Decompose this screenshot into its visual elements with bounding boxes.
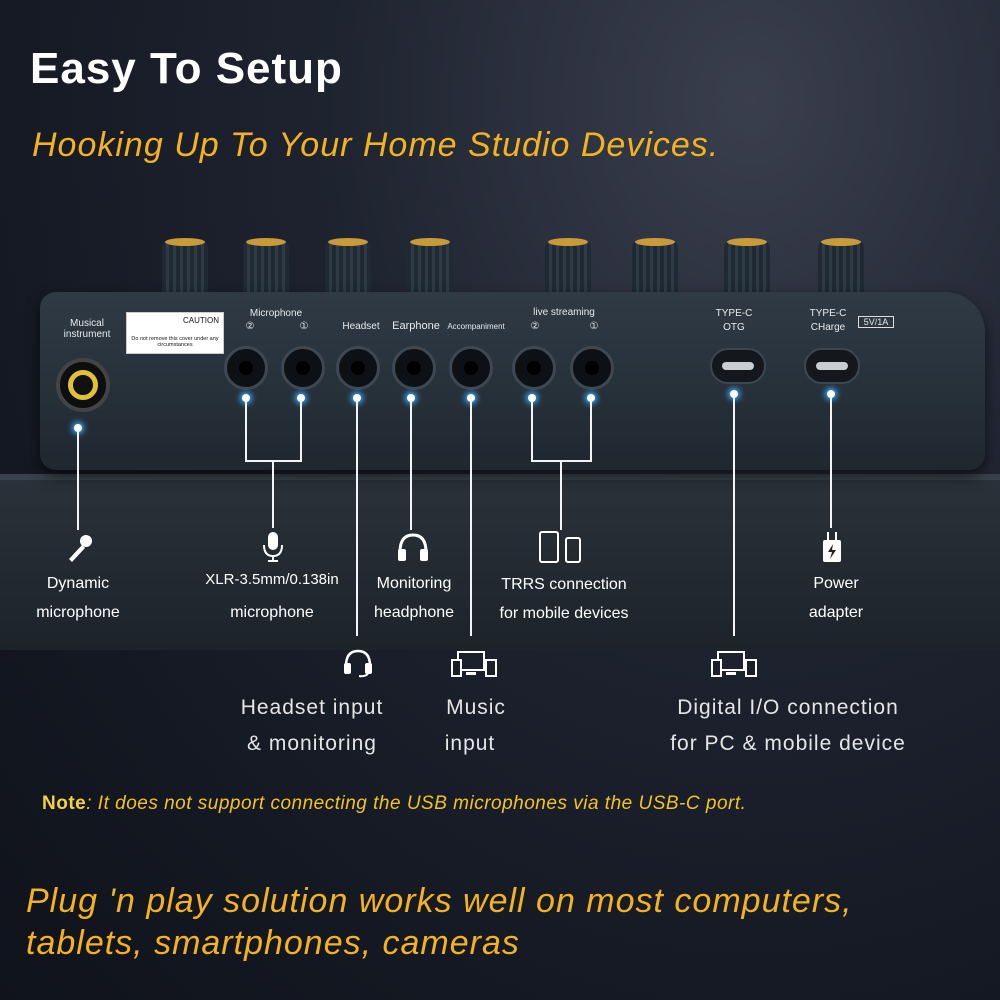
connector-dot	[407, 394, 415, 402]
live-1-jack	[570, 346, 614, 390]
knob	[407, 238, 453, 300]
connector-line	[590, 400, 592, 462]
live-ch1-label: ①	[589, 321, 599, 332]
knob	[243, 238, 289, 300]
desk-surface	[0, 480, 1000, 650]
xlr-label-1: XLR-3.5mm/0.138in	[205, 571, 339, 588]
knob	[724, 238, 770, 300]
music-input-label-2: input	[444, 732, 496, 755]
caution-title: CAUTION	[183, 316, 219, 325]
microphone-icon	[64, 532, 96, 564]
charge-spec-label: 5V/1A	[858, 316, 894, 328]
connector-dot	[730, 390, 738, 398]
mic-2-jack	[224, 346, 268, 390]
mobile-devices-icon	[538, 530, 584, 564]
dynamic-label-2: microphone	[36, 604, 120, 621]
trrs-label-1: TRRS connection	[501, 576, 627, 593]
live-streaming-label: live streaming	[533, 307, 595, 318]
headset-input-label-1: Headset input	[240, 696, 384, 719]
connector-dot	[467, 394, 475, 402]
dynamic-label-1: Dynamic	[46, 575, 110, 592]
connector-line	[77, 430, 79, 530]
usb-c-charge-port	[804, 348, 860, 384]
connector-line	[470, 400, 472, 636]
usb-note: Note: It does not support connecting the…	[42, 793, 746, 815]
earphone-port-label: Earphone	[392, 320, 440, 332]
footer-line-2: tablets, smartphones, cameras	[26, 924, 520, 962]
charge-label-2: CHarge	[810, 322, 846, 333]
knob	[818, 238, 864, 300]
live-2-jack	[512, 346, 556, 390]
connector-line	[410, 400, 412, 530]
trrs-label-2: for mobile devices	[499, 605, 629, 622]
connector-dot	[587, 394, 595, 402]
otg-label-2: OTG	[723, 322, 745, 333]
power-label-2: adapter	[808, 604, 864, 621]
microphone-icon	[262, 530, 284, 564]
mic-ch1-label: ①	[299, 321, 309, 332]
knob	[162, 238, 208, 300]
connector-line	[560, 460, 562, 530]
headphones-icon	[396, 532, 430, 562]
connector-dot	[242, 394, 250, 402]
connector-line	[245, 400, 247, 462]
digital-io-label-2: for PC & mobile device	[670, 732, 906, 755]
live-ch2-label: ②	[530, 321, 540, 332]
connector-dot	[528, 394, 536, 402]
musical-instrument-label: Musical instrument	[63, 318, 111, 340]
music-input-label-1: Music	[446, 696, 506, 719]
usb-c-otg-port	[710, 348, 766, 384]
connector-line	[733, 396, 735, 636]
xlr-label-2: microphone	[230, 604, 314, 621]
connector-line	[272, 460, 274, 528]
monitoring-label-1: Monitoring	[376, 575, 452, 592]
caution-sticker: CAUTION Do not remove this cover under a…	[126, 312, 224, 354]
connector-line	[830, 396, 832, 528]
headset-jack	[336, 346, 380, 390]
microphone-label: Microphone	[249, 308, 303, 319]
otg-label-1: TYPE-C	[715, 308, 753, 319]
page-subtitle: Hooking Up To Your Home Studio Devices.	[32, 126, 720, 164]
digital-io-label-1: Digital I/O connection	[677, 696, 899, 719]
headset-input-label-2: & monitoring	[247, 732, 377, 755]
connector-line	[300, 400, 302, 462]
knob	[545, 238, 591, 300]
earphone-jack	[392, 346, 436, 390]
connector-dot	[297, 394, 305, 402]
accompaniment-jack	[449, 346, 493, 390]
headset-icon	[342, 648, 374, 678]
footer-tagline: Plug 'n play solution works well on most…	[26, 880, 853, 964]
footer-line-1: Plug 'n play solution works well on most…	[26, 882, 853, 920]
accompaniment-port-label: Accompaniment	[447, 322, 505, 331]
computer-devices-icon	[450, 650, 498, 678]
mic-ch2-label: ②	[245, 321, 255, 332]
connector-line	[531, 400, 533, 462]
monitoring-label-2: headphone	[373, 604, 455, 621]
power-plug-icon	[820, 530, 844, 564]
caution-text: Do not remove this cover under any circu…	[131, 336, 219, 348]
headset-port-label: Headset	[342, 321, 380, 332]
computer-devices-icon	[710, 650, 758, 678]
charge-label-1: TYPE-C	[809, 308, 847, 319]
note-text: : It does not support connecting the USB…	[86, 793, 747, 814]
page-title: Easy To Setup	[30, 44, 343, 93]
connector-line	[356, 400, 358, 636]
connector-dot	[74, 424, 82, 432]
power-label-1: Power	[813, 575, 859, 592]
instrument-jack	[56, 358, 110, 412]
note-label: Note	[42, 793, 87, 814]
mic-1-jack	[281, 346, 325, 390]
knob	[325, 238, 371, 300]
connector-dot	[353, 394, 361, 402]
connector-dot	[827, 390, 835, 398]
knob	[632, 238, 678, 300]
